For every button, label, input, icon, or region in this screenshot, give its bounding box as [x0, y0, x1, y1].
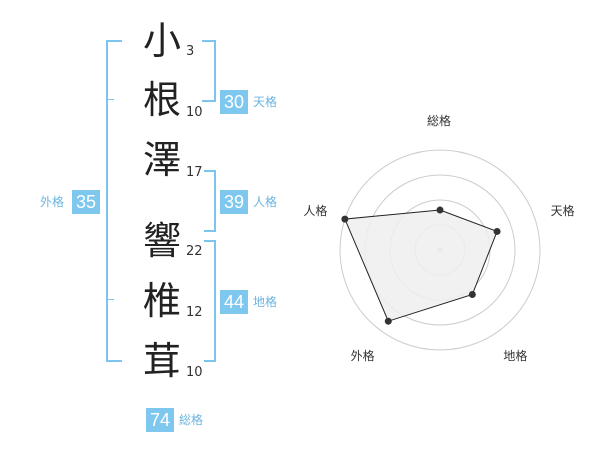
gaikaku-tick — [106, 299, 114, 300]
stroke-count-4: 22 — [186, 244, 203, 259]
radar-axis-label: 外格 — [350, 349, 375, 364]
soukaku-label: 総格 — [179, 413, 204, 427]
tenkaku-score: 30 — [220, 90, 248, 114]
tenkaku-bracket — [202, 40, 216, 102]
radar-point — [436, 206, 444, 214]
radar-point — [384, 317, 392, 325]
stroke-count-3: 17 — [186, 165, 203, 180]
stroke-count-6: 10 — [186, 365, 203, 380]
radar-axis-label: 天格 — [550, 203, 575, 218]
radar-ring — [339, 149, 541, 351]
name-char-6: 茸 — [142, 339, 181, 383]
chikaku-score: 44 — [220, 290, 248, 314]
jinkaku-score: 39 — [220, 190, 248, 214]
radar-axis-label: 総格 — [427, 114, 452, 128]
jinkaku-bracket — [204, 170, 216, 232]
radar-axis-label: 地格 — [503, 349, 528, 364]
radar-axis-label: 人格 — [303, 203, 328, 218]
name-char-2: 根 — [142, 78, 181, 122]
gaikaku-tick — [106, 99, 114, 100]
jinkaku-label: 人格 — [253, 195, 278, 209]
radar-point — [341, 215, 349, 223]
gaikaku-score: 35 — [72, 190, 100, 214]
chikaku-bracket — [204, 240, 216, 362]
gaikaku-label: 外格 — [40, 195, 65, 209]
radar-point — [468, 290, 476, 298]
name-char-1: 小 — [142, 19, 181, 63]
gaikaku-bracket — [106, 40, 122, 362]
name-char-3: 澤 — [142, 138, 181, 182]
stroke-count-2: 10 — [186, 105, 203, 120]
stroke-count-1: 3 — [186, 44, 195, 59]
name-char-4: 響 — [142, 219, 181, 263]
name-char-5: 椎 — [142, 279, 181, 323]
stroke-count-5: 12 — [186, 305, 203, 320]
chikaku-label: 地格 — [253, 295, 278, 309]
radar-point — [493, 227, 501, 235]
radar-shape — [341, 206, 501, 325]
radar-polygon — [344, 209, 498, 322]
tenkaku-label: 天格 — [253, 95, 278, 109]
soukaku-score: 74 — [146, 408, 174, 432]
